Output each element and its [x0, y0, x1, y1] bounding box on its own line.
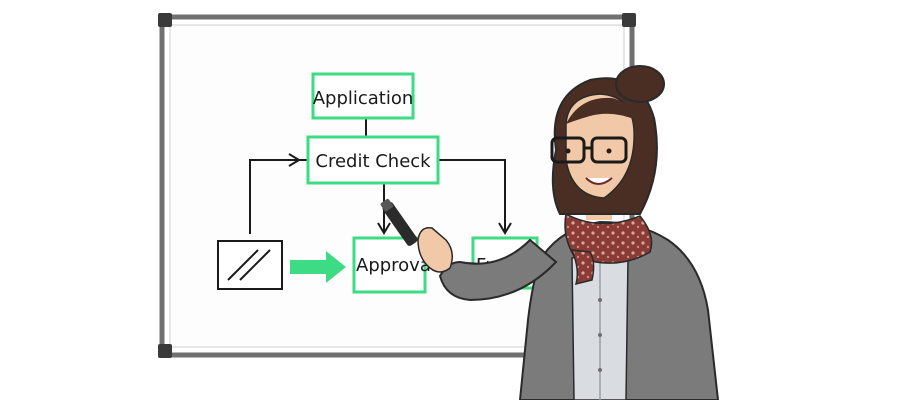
presenter-illustration [380, 65, 720, 400]
connector-document-to-credit [249, 153, 301, 234]
glasses-icon [550, 136, 628, 164]
frame-corner [158, 13, 172, 27]
node-approval-label: Approval [356, 255, 436, 276]
node-application-label: Application [313, 88, 414, 109]
frame-corner [622, 13, 636, 27]
connector-credit-funding [438, 159, 512, 235]
document-icon [217, 240, 283, 290]
node-approval: Approval [352, 236, 436, 294]
hand [417, 227, 453, 273]
green-arrow-icon [290, 251, 346, 283]
raised-arm [438, 238, 558, 302]
hair-bun [615, 65, 665, 103]
node-credit-check-label: Credit Check [315, 151, 431, 172]
face [565, 93, 635, 199]
marker-icon [380, 198, 418, 246]
node-credit-check: Credit Check [306, 135, 440, 185]
scarf [564, 212, 653, 264]
node-application: Application [311, 72, 415, 120]
frame-corner [158, 344, 172, 358]
